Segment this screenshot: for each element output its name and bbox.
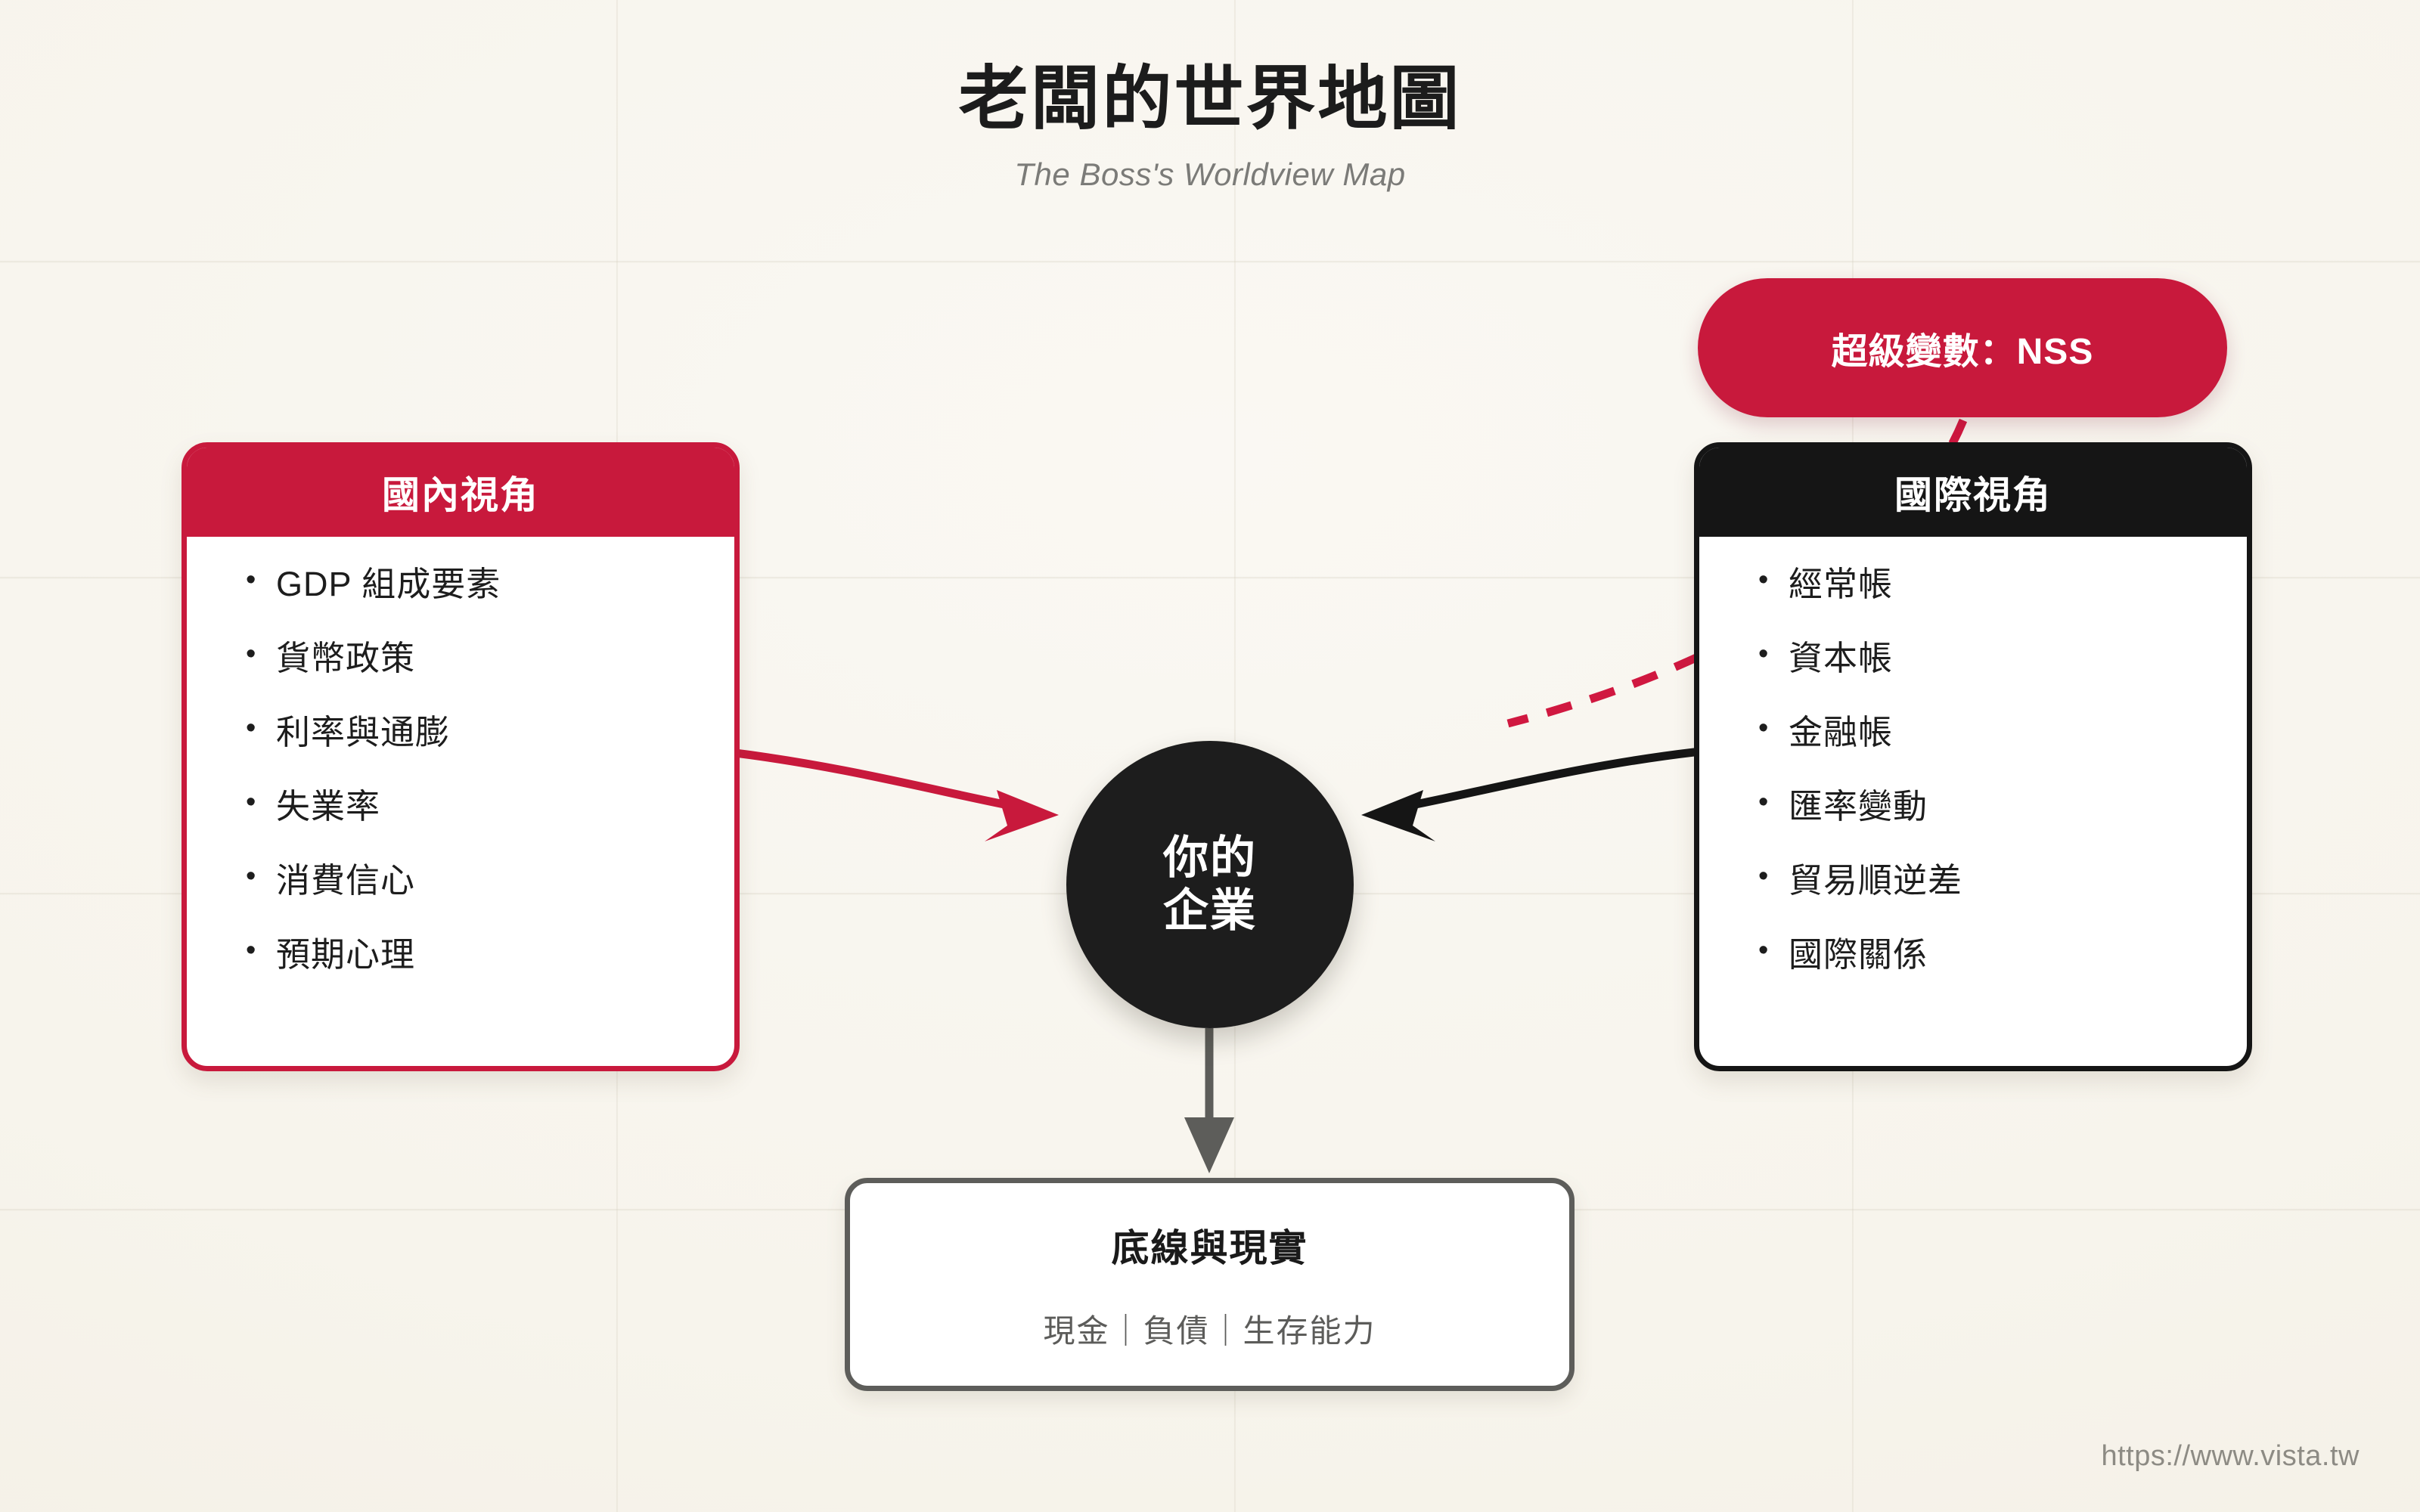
header: 老闆的世界地圖 The Boss's Worldview Map <box>0 60 2420 193</box>
domestic-card-title: 國內視角 <box>187 448 734 537</box>
list-item[interactable]: 預期心理 <box>246 936 734 971</box>
your-business-node[interactable]: 你的 企業 <box>1066 741 1354 1028</box>
list-item[interactable]: 貿易順逆差 <box>1758 862 2247 897</box>
list-item[interactable]: 利率與通膨 <box>246 714 734 749</box>
list-item[interactable]: 資本帳 <box>1758 640 2247 675</box>
arrow-domestic-to-center <box>724 748 1041 815</box>
international-perspective-card[interactable]: 國際視角 經常帳 資本帳 金融帳 匯率變動 貿易順逆差 國際關係 <box>1694 442 2252 1071</box>
international-card-title: 國際視角 <box>1699 448 2247 537</box>
arrow-international-head <box>1361 790 1435 841</box>
bottom-line-reality-box[interactable]: 底線與現實 現金｜負債｜生存能力 <box>845 1178 1575 1391</box>
domestic-card-body: GDP 組成要素 貨幣政策 利率與通膨 失業率 消費信心 預期心理 <box>187 537 734 971</box>
list-item[interactable]: 經常帳 <box>1758 565 2247 601</box>
list-item[interactable]: 失業率 <box>246 788 734 823</box>
list-item[interactable]: 國際關係 <box>1758 936 2247 971</box>
page-subtitle: The Boss's Worldview Map <box>1014 156 1406 193</box>
page-title: 老闆的世界地圖 <box>958 60 1462 138</box>
list-item[interactable]: GDP 組成要素 <box>246 565 734 601</box>
international-item-list: 經常帳 資本帳 金融帳 匯率變動 貿易順逆差 國際關係 <box>1699 565 2247 971</box>
arrow-center-to-bottom-head <box>1184 1117 1234 1173</box>
nss-badge-label: 超級變數：NSS <box>1831 332 2094 372</box>
footer-url[interactable]: https://www.vista.tw <box>2101 1440 2360 1472</box>
domestic-item-list: GDP 組成要素 貨幣政策 利率與通膨 失業率 消費信心 預期心理 <box>187 565 734 971</box>
bottom-box-title: 底線與現實 <box>1111 1226 1308 1269</box>
international-card-body: 經常帳 資本帳 金融帳 匯率變動 貿易順逆差 國際關係 <box>1699 537 2247 971</box>
list-item[interactable]: 貨幣政策 <box>246 640 734 675</box>
super-variable-nss-badge[interactable]: 超級變數：NSS <box>1698 278 2227 417</box>
bottom-box-subtitle: 現金｜負債｜生存能力 <box>1043 1312 1376 1349</box>
center-node-line1: 你的 <box>1163 832 1257 884</box>
arrow-domestic-head <box>985 790 1059 841</box>
arrow-international-to-center <box>1379 748 1699 815</box>
center-node-line2: 企業 <box>1163 885 1257 936</box>
list-item[interactable]: 金融帳 <box>1758 714 2247 749</box>
list-item[interactable]: 匯率變動 <box>1758 788 2247 823</box>
domestic-perspective-card[interactable]: 國內視角 GDP 組成要素 貨幣政策 利率與通膨 失業率 消費信心 預期心理 <box>182 442 740 1071</box>
list-item[interactable]: 消費信心 <box>246 862 734 897</box>
